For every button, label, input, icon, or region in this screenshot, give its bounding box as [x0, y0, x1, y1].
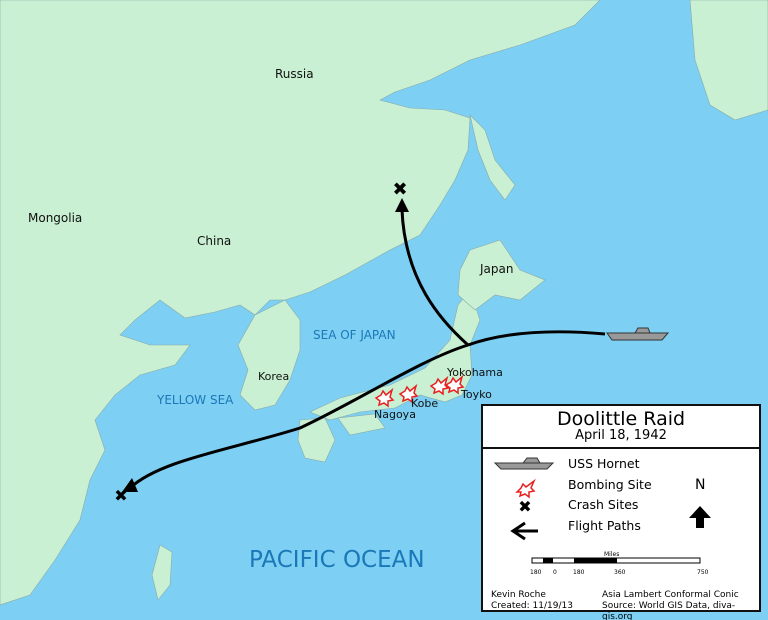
- north-arrow-icon: [689, 506, 711, 528]
- crash-site-icon: ✖: [392, 179, 407, 200]
- shikoku: [337, 413, 386, 436]
- scale-tick: 0: [553, 569, 557, 576]
- x-mark-icon: ✖: [518, 497, 531, 516]
- bombing-site-icon: [398, 383, 419, 404]
- legend-icons: ✖: [493, 457, 711, 564]
- ship-icon: [493, 457, 555, 470]
- label-tokyo: Toyko: [461, 388, 492, 401]
- projection: Asia Lambert Conformal Conic: [602, 590, 739, 600]
- scale-tick: 360: [614, 569, 626, 576]
- label-pacific-ocean: PACIFIC OCEAN: [249, 547, 425, 573]
- scale-tick: 750: [697, 569, 709, 576]
- label-yokohama: Yokohama: [447, 366, 503, 379]
- label-china: China: [197, 234, 232, 248]
- label-yellow-sea: YELLOW SEA: [157, 393, 234, 407]
- scale-unit: Miles: [604, 551, 620, 558]
- korea: [237, 299, 301, 411]
- arrow-head-icon: [395, 198, 409, 212]
- arrow-left-icon: [510, 521, 538, 541]
- label-kobe: Kobe: [411, 397, 439, 410]
- kamchatka: [689, 0, 768, 121]
- label-japan: Japan: [480, 262, 514, 276]
- scale-tick: 180: [530, 569, 542, 576]
- scale-bar-segment: [543, 558, 553, 563]
- bombing-site-icon: [374, 387, 395, 408]
- legend-item-bombing-site: Bombing Site: [568, 477, 652, 492]
- author: Kevin Roche: [491, 590, 546, 600]
- label-mongolia: Mongolia: [28, 211, 83, 225]
- legend-date: April 18, 1942: [575, 428, 667, 443]
- north-label: N: [695, 477, 706, 493]
- mainland-asia: [0, 0, 601, 606]
- label-korea: Korea: [258, 370, 290, 383]
- created-date: Created: 11/19/13: [491, 601, 573, 611]
- flight-path-main: [128, 330, 606, 490]
- sakhalin: [469, 114, 516, 201]
- legend-item-flight-paths: Flight Paths: [568, 518, 641, 533]
- bombing-site-icon: [429, 375, 450, 396]
- label-russia: Russia: [275, 67, 314, 81]
- legend-item-uss-hornet: USS Hornet: [568, 456, 640, 471]
- taiwan: [151, 544, 173, 601]
- hokkaido: [457, 239, 546, 311]
- bombing-site-icon: [444, 374, 465, 395]
- legend-item-crash-sites: Crash Sites: [568, 497, 639, 512]
- flight-path-north: [400, 209, 469, 347]
- legend-title: Doolittle Raid: [556, 408, 686, 430]
- scale-tick: 180: [573, 569, 585, 576]
- legend-box: Doolittle Raid April 18, 1942 ✖ USS Horn…: [481, 404, 761, 620]
- uss-hornet-ship-icon: [606, 327, 670, 341]
- scale-bar-segment: [574, 558, 617, 563]
- legend-divider: [483, 447, 759, 449]
- crash-site-icon: ✖: [114, 486, 127, 505]
- explosion-icon: [515, 478, 536, 499]
- data-source: Source: World GIS Data, diva-gis.org: [602, 601, 736, 620]
- kyushu: [297, 417, 336, 463]
- arrow-head-icon: [122, 478, 138, 492]
- label-sea-of-japan: SEA OF JAPAN: [313, 328, 396, 342]
- label-nagoya: Nagoya: [374, 408, 416, 421]
